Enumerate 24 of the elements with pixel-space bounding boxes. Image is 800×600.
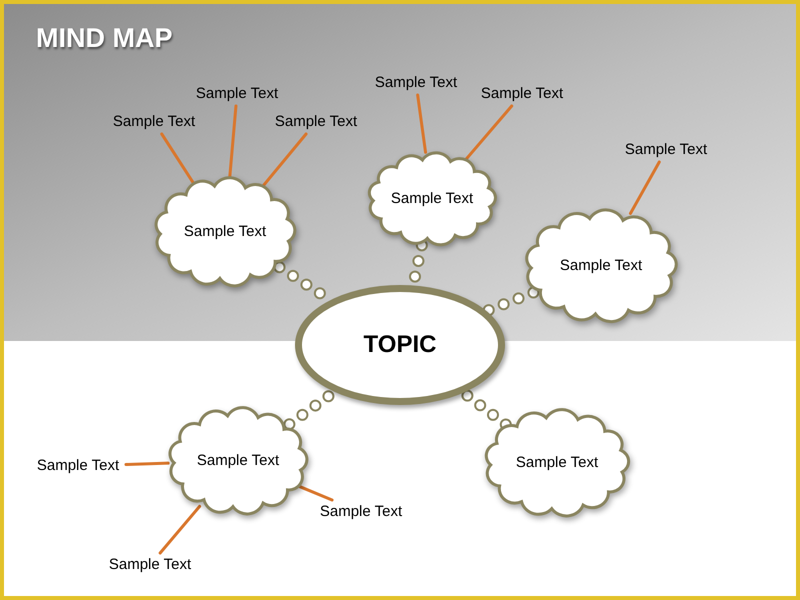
callout-text: Sample Text (370, 73, 462, 93)
leader-line (262, 132, 308, 188)
callout-text: Sample Text (620, 140, 712, 160)
callout-text: Sample Text (108, 112, 200, 132)
callout-text: Sample Text (476, 84, 568, 104)
leader-line (228, 104, 238, 178)
leader-line (298, 485, 334, 502)
callout-text: Sample Text (32, 456, 124, 476)
leader-line (160, 132, 195, 184)
callout-text: Sample Text (191, 84, 283, 104)
cloud-label: Sample Text (516, 452, 598, 473)
leader-line (628, 160, 661, 215)
cloud-label: Sample Text (390, 188, 474, 209)
leader-line (124, 462, 170, 466)
callout-text: Sample Text (270, 112, 362, 132)
cloud-label: Sample Text (184, 222, 266, 242)
cloud-label: Sample Text (560, 256, 642, 276)
topic-label: TOPIC (364, 330, 436, 360)
callout-text: Sample Text (104, 555, 196, 575)
leader-line (416, 94, 428, 154)
callout-text: Sample Text (315, 502, 407, 522)
title: MIND MAP (36, 22, 172, 55)
cloud-label: Sample Text (196, 450, 280, 471)
leader-line (464, 104, 514, 161)
